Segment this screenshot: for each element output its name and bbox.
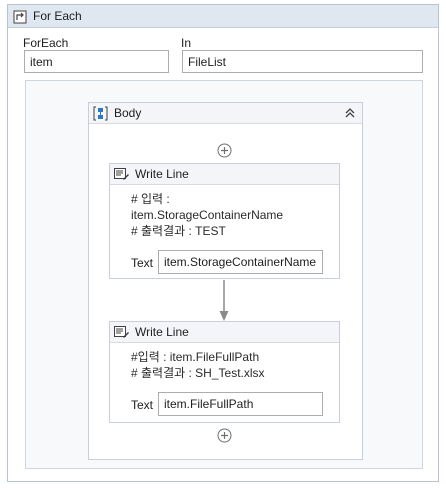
write-line-icon xyxy=(114,326,129,338)
sequence-icon xyxy=(93,106,108,121)
body-title: Body xyxy=(114,106,142,120)
plus-circle-icon[interactable] xyxy=(217,143,232,158)
text-field-label: Text xyxy=(131,398,154,412)
foreach-loop-icon xyxy=(13,10,27,24)
write-line-title: Write Line xyxy=(135,167,189,181)
in-collection-label: In xyxy=(181,36,192,50)
write-line-annotation: # 입력 : item.StorageContainerName # 출력결과 … xyxy=(131,192,284,238)
in-collection-input[interactable]: FileList xyxy=(182,50,423,73)
text-field-label: Text xyxy=(131,256,154,270)
connector-arrow xyxy=(219,280,229,321)
plus-circle-icon[interactable] xyxy=(217,428,232,443)
write-line-activity[interactable]: Write Line #입력 : item.FileFullPath # 출력결… xyxy=(109,321,340,423)
write-line-title: Write Line xyxy=(135,325,189,339)
foreach-variable-label: ForEach xyxy=(23,36,69,50)
text-field-input[interactable]: item.StorageContainerName xyxy=(158,250,323,274)
foreach-variable-input[interactable]: item xyxy=(24,50,169,73)
write-line-header[interactable]: Write Line xyxy=(110,322,339,343)
foreach-title: For Each xyxy=(33,9,82,23)
foreach-header[interactable]: For Each xyxy=(8,5,438,28)
write-line-annotation: #입력 : item.FileFullPath # 출력결과 : SH_Test… xyxy=(131,350,265,380)
write-line-header[interactable]: Write Line xyxy=(110,164,339,185)
text-field-input[interactable]: item.FileFullPath xyxy=(158,392,323,416)
body-sequence[interactable]: Body Write Line # 입력 : item.StorageConta… xyxy=(88,102,363,460)
write-line-activity[interactable]: Write Line # 입력 : item.StorageContainerN… xyxy=(109,163,340,279)
write-line-icon xyxy=(114,168,129,180)
double-chevron-up-icon[interactable] xyxy=(343,106,357,120)
body-sequence-header[interactable]: Body xyxy=(89,103,362,124)
foreach-activity[interactable]: For Each ForEach item In FileList Body xyxy=(7,4,439,482)
